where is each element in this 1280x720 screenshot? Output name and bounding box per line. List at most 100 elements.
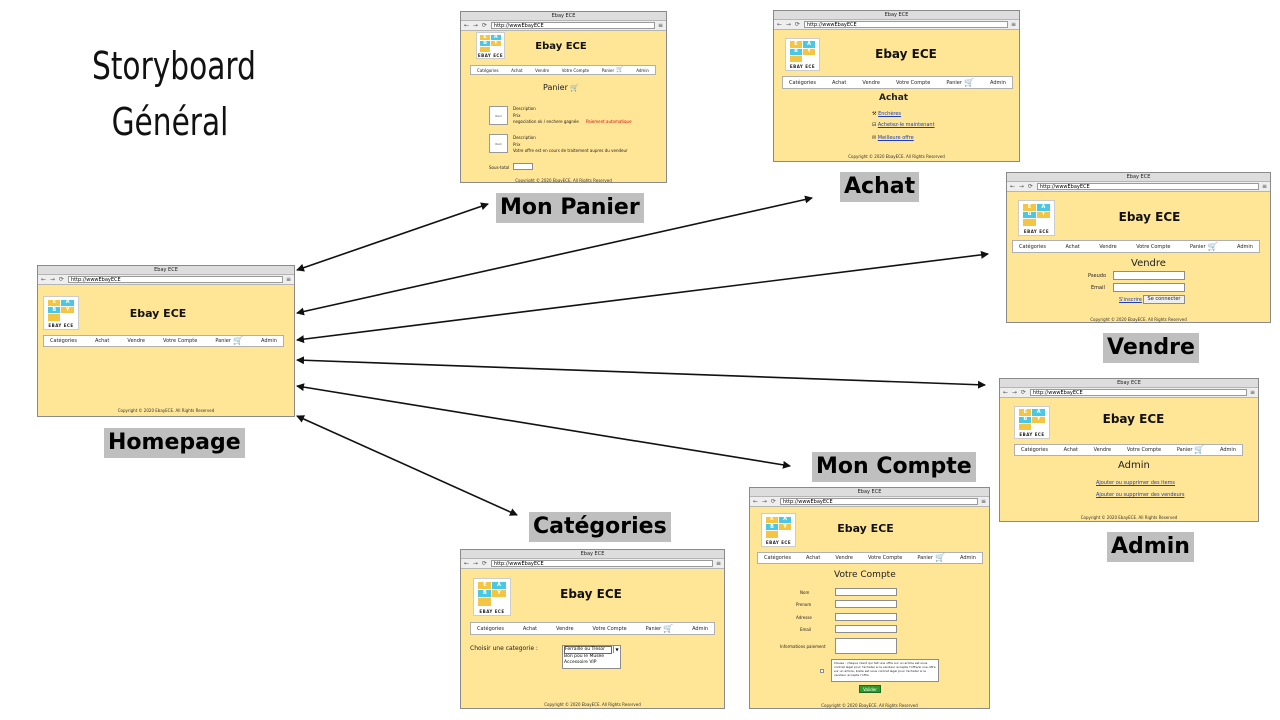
category-option-1[interactable]: Ferraille ou Tresor (564, 646, 612, 654)
window-title: Ebay ECE (1007, 173, 1270, 182)
label-categories: Catégories (529, 512, 671, 542)
nav-admin[interactable]: Admin (960, 555, 976, 561)
url-field[interactable]: http://wwwEbayECE (1029, 389, 1247, 396)
menu-icon[interactable]: ≡ (715, 559, 721, 567)
chevron-down-icon[interactable]: ▼ (613, 646, 620, 653)
url-field[interactable]: http://wwwEbayECE (779, 498, 978, 505)
category-option-2[interactable]: Bon pou le Musée (564, 654, 605, 659)
category-option-3[interactable]: Accessoire VIP (564, 660, 597, 665)
nav-achat[interactable]: Achat (1065, 243, 1080, 250)
link-vendeurs[interactable]: Ajouter ou supprimer des vendeurs (1096, 492, 1185, 498)
email-field[interactable] (1113, 283, 1185, 292)
nav-admin[interactable]: Admin (990, 79, 1006, 86)
prenom-field[interactable] (835, 600, 897, 608)
nav-compte[interactable]: Votre Compte (1126, 447, 1162, 453)
url-field[interactable]: http://wwwEbayECE (490, 560, 713, 567)
menu-icon[interactable]: ≡ (1249, 388, 1255, 396)
nav-achat[interactable]: Achat (832, 79, 847, 86)
nav-panier[interactable]: Panier🛒 (917, 553, 945, 562)
nav-vendre[interactable]: Vendre (862, 79, 880, 86)
nav-arrows-icon[interactable]: ← → ⟳ (464, 560, 488, 567)
nav-categories[interactable]: Catégories (1021, 447, 1048, 453)
nav-vendre[interactable]: Vendre (556, 625, 574, 632)
nav-achat[interactable]: Achat (522, 625, 538, 632)
url-field[interactable]: http://wwwEbayECE (67, 276, 283, 283)
nav-arrows-icon[interactable]: ← → ⟳ (777, 21, 801, 28)
nav-compte[interactable]: Votre Compte (592, 625, 627, 632)
item1-status: Paiement automatique (586, 119, 632, 124)
clause-checkbox[interactable] (820, 669, 824, 673)
nav-achat[interactable]: Achat (511, 67, 523, 73)
nav-vendre[interactable]: Vendre (1099, 243, 1117, 250)
nav-categories[interactable]: Catégories (50, 338, 77, 344)
nav-panier[interactable]: Panier🛒 (601, 66, 624, 73)
nav-panier[interactable]: Panier🛒 (946, 77, 974, 87)
arrow-home-panier (296, 202, 489, 272)
link-items[interactable]: Ajouter ou supprimer des items (1096, 480, 1176, 486)
category-listbox[interactable]: Ferraille ou Tresor Bon pou le Musée Acc… (562, 645, 621, 669)
nav-compte[interactable]: Votre Compte (1136, 243, 1171, 250)
nav-categories[interactable]: Catégories (764, 555, 791, 561)
nav-categories[interactable]: Catégories (1019, 243, 1046, 250)
signup-link[interactable]: S'inscrire (1119, 297, 1142, 303)
email-field[interactable] (835, 625, 897, 633)
nav-arrows-icon[interactable]: ← → ⟳ (1010, 183, 1034, 190)
item-thumbnail: Item (489, 134, 508, 153)
menu-icon[interactable]: ≡ (980, 497, 986, 505)
nav-categories[interactable]: Catégories (789, 79, 816, 86)
item1-description: Description (513, 106, 536, 111)
valider-button[interactable]: Valider (859, 685, 881, 693)
url-field[interactable]: http://wwwEbayECE (490, 22, 655, 29)
menu-icon[interactable]: ≡ (1261, 182, 1267, 190)
menu-icon[interactable]: ≡ (1010, 20, 1016, 28)
nav-vendre[interactable]: Vendre (127, 338, 145, 344)
item2-description: Description (513, 135, 536, 140)
nom-field[interactable] (835, 588, 897, 596)
nav-panier[interactable]: Panier🛒 (215, 336, 243, 345)
paiement-field[interactable] (835, 638, 897, 654)
adresse-field[interactable] (835, 613, 897, 621)
nav-achat[interactable]: Achat (806, 555, 821, 561)
nav-compte[interactable]: Votre Compte (896, 79, 931, 86)
nav-categories[interactable]: Catégories (477, 625, 504, 632)
option-encheres[interactable]: ⚒ Enchères (872, 111, 902, 117)
nav-compte[interactable]: Votre Compte (561, 67, 590, 73)
pseudo-field[interactable] (1113, 271, 1185, 280)
nav-panier[interactable]: Panier🛒 (1176, 445, 1205, 454)
nav-achat[interactable]: Achat (95, 338, 110, 344)
main-nav: Catégories Achat Vendre Votre Compte Pan… (470, 65, 656, 75)
address-bar: ← → ⟳ http://wwwEbayECE ≡ (1000, 388, 1258, 398)
nav-achat[interactable]: Achat (1063, 447, 1078, 453)
nav-admin[interactable]: Admin (1220, 447, 1236, 453)
nav-admin[interactable]: Admin (636, 67, 649, 73)
nav-vendre[interactable]: Vendre (1093, 447, 1112, 453)
option-offre[interactable]: ✉ Meilleure offre (872, 135, 914, 141)
nav-admin[interactable]: Admin (692, 625, 708, 632)
nav-arrows-icon[interactable]: ← → ⟳ (753, 498, 777, 505)
nav-vendre[interactable]: Vendre (835, 555, 853, 561)
url-field[interactable]: http://wwwEbayECE (1036, 183, 1259, 190)
menu-icon[interactable]: ≡ (285, 275, 291, 283)
nav-arrows-icon[interactable]: ← → ⟳ (1003, 389, 1027, 396)
cart-icon: 🛒 (616, 66, 624, 73)
cart-icon: 🛒 (963, 77, 974, 87)
url-field[interactable]: http://wwwEbayECE (803, 21, 1008, 28)
main-nav: Catégories Achat Vendre Votre Compte Pan… (1014, 444, 1243, 456)
option-acheter[interactable]: ⊟ Achetez-le maintenant (872, 122, 935, 128)
nav-admin[interactable]: Admin (261, 338, 277, 344)
nav-vendre[interactable]: Vendre (535, 67, 550, 73)
login-button[interactable]: Se connecter (1143, 295, 1185, 304)
nav-arrows-icon[interactable]: ← → ⟳ (464, 22, 488, 29)
nav-admin[interactable]: Admin (1237, 243, 1253, 250)
nav-arrows-icon[interactable]: ← → ⟳ (41, 276, 65, 283)
menu-icon[interactable]: ≡ (657, 21, 663, 29)
nav-compte[interactable]: Votre Compte (868, 555, 903, 561)
cart-icon: 🛒 (934, 553, 945, 562)
nav-panier[interactable]: Panier🛒 (645, 623, 674, 633)
nav-compte[interactable]: Votre Compte (163, 338, 198, 344)
nav-panier[interactable]: Panier🛒 (1190, 241, 1218, 251)
nav-categories[interactable]: Catégories (477, 67, 499, 73)
